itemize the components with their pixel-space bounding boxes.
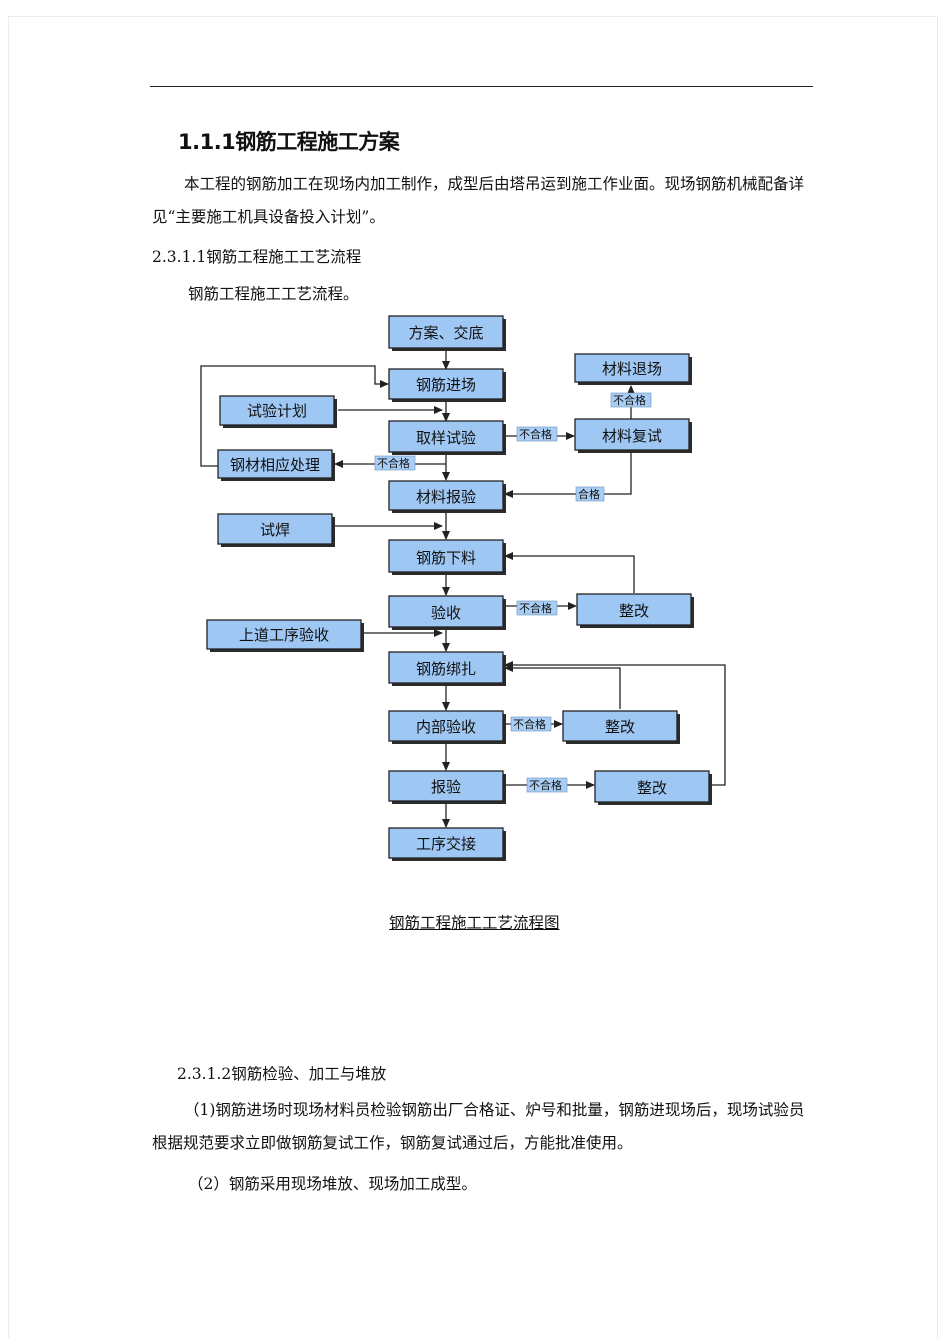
- header-rule: [150, 86, 813, 87]
- flow-box-report: 材料报验: [388, 480, 506, 513]
- flow-box-mat-exit: 材料退场: [574, 353, 692, 385]
- flow-box-testplan-label: 试验计划: [247, 402, 307, 420]
- flow-box-inspect: 报验: [388, 770, 506, 804]
- flow-box-enter: 钢筋进场: [388, 368, 506, 402]
- edge-label-pass: 合格: [578, 487, 600, 501]
- edge-label-fail: 不合格: [513, 717, 546, 731]
- inspection-paragraph-2: （2）钢筋采用现场堆放、现场加工成型。: [188, 1175, 477, 1193]
- flow-box-cut-label: 钢筋下料: [416, 549, 476, 567]
- flow-box-rect2-label: 整改: [605, 718, 635, 736]
- edge-label-fail: 不合格: [519, 427, 552, 441]
- flow-box-internal-label: 内部验收: [416, 718, 476, 736]
- inspection-paragraph-1: （1)钢筋进场时现场材料员检验钢筋出厂合格证、炉号和批量，钢筋进现场后，现场试验…: [152, 1101, 805, 1152]
- flow-box-report-label: 材料报验: [416, 488, 476, 506]
- flow-box-sampling-label: 取样试验: [416, 429, 476, 447]
- flow-box-handover: 工序交接: [388, 827, 506, 861]
- flow-box-rect1: 整改: [576, 593, 694, 628]
- flow-box-rect3-label: 整改: [637, 779, 667, 797]
- flow-box-plan: 方案、交底: [388, 315, 506, 351]
- flow-box-accept-label: 验收: [431, 604, 461, 622]
- flow-box-internal: 内部验收: [388, 710, 506, 744]
- flow-box-prev: 上道工序验收: [206, 619, 364, 652]
- flow-box-retest: 材料复试: [574, 418, 692, 453]
- section-heading: 1.1.1钢筋工程施工方案: [178, 130, 400, 154]
- subsection-title-process: 2.3.1.1钢筋工程施工工艺流程: [152, 248, 362, 266]
- flow-box-bind-label: 钢筋绑扎: [416, 660, 476, 678]
- flow-box-retest-label: 材料复试: [602, 427, 662, 445]
- edge-label-fail: 不合格: [377, 456, 410, 470]
- flow-box-handle: 钢材相应处理: [217, 449, 335, 481]
- flow-box-accept: 验收: [388, 595, 506, 630]
- flow-box-sampling: 取样试验: [388, 420, 506, 455]
- page-frame: [8, 16, 938, 1338]
- process-intro: 钢筋工程施工工艺流程。: [188, 285, 359, 303]
- edge-label-fail: 不合格: [613, 393, 646, 407]
- flow-box-rect3: 整改: [594, 770, 712, 805]
- flow-box-rect2: 整改: [562, 710, 680, 744]
- flow-box-inspect-label: 报验: [431, 778, 461, 796]
- process-flowchart: 不合格 不合格 不合格 合格 不合格 不合格 不合格 方案、交底 钢筋进场 试验…: [200, 315, 726, 861]
- flow-box-handle-label: 钢材相应处理: [230, 456, 320, 474]
- flow-box-weld-label: 试焊: [260, 521, 290, 539]
- flow-box-rect1-label: 整改: [619, 602, 649, 620]
- flow-box-testplan: 试验计划: [219, 395, 337, 428]
- figure-caption: 钢筋工程施工工艺流程图: [389, 914, 560, 932]
- flow-box-cut: 钢筋下料: [388, 539, 506, 575]
- edge-label-fail: 不合格: [519, 601, 552, 615]
- flow-box-enter-label: 钢筋进场: [416, 376, 476, 394]
- flow-box-prev-label: 上道工序验收: [239, 626, 329, 644]
- flow-box-plan-label: 方案、交底: [408, 324, 483, 342]
- subsection-title-inspection: 2.3.1.2钢筋检验、加工与堆放: [177, 1065, 387, 1083]
- intro-paragraph: 本工程的钢筋加工在现场内加工制作，成型后由塔吊运到施工作业面。现场钢筋机械配备详…: [152, 175, 805, 226]
- flow-box-mat-exit-label: 材料退场: [602, 360, 662, 378]
- flow-box-handover-label: 工序交接: [416, 835, 476, 853]
- edge-label-fail: 不合格: [529, 778, 562, 792]
- flow-box-weld: 试焊: [217, 513, 335, 547]
- flow-box-bind: 钢筋绑扎: [388, 651, 506, 686]
